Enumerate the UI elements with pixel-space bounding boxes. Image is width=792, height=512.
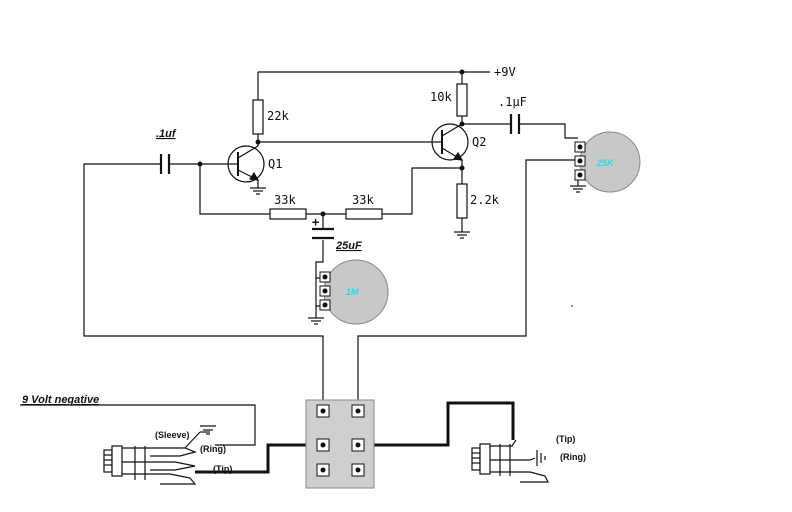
resistor-10k (456, 83, 468, 117)
resistor-2k2 (456, 183, 468, 219)
label-supply: +9V (494, 65, 516, 79)
capacitor-25uf (312, 227, 334, 240)
label-q1: Q1 (268, 157, 282, 171)
label-33k-left: 33k (274, 193, 296, 207)
label-tip-left: (Tip) (213, 464, 232, 474)
pot-25k (574, 131, 641, 193)
footswitch (305, 399, 375, 489)
capacitor-output (509, 114, 521, 134)
ground-2k2 (454, 231, 470, 239)
label-10k: 10k (430, 90, 452, 104)
ground-right-jack (536, 450, 546, 466)
ground-pot-25k (570, 185, 586, 193)
output-jack (471, 439, 549, 483)
transistor-q1 (226, 145, 265, 183)
label-sleeve: (Sleeve) (155, 430, 190, 440)
label-33k-right: 33k (352, 193, 374, 207)
label-cap-input: .1uf (156, 128, 177, 140)
label-pot-1m: 1M (346, 287, 359, 297)
resistor-22k (252, 99, 264, 135)
label-cap-output: .1µF (498, 95, 527, 109)
label-22k: 22k (267, 109, 289, 123)
label-plus: + (312, 215, 319, 229)
junction-dots (197, 69, 465, 217)
label-tip-right: (Tip) (556, 434, 575, 444)
label-ring-right: (Ring) (560, 452, 586, 462)
circuit-wires (20, 71, 579, 446)
resistor-33k-right (345, 208, 383, 220)
resistor-33k-left (269, 208, 307, 220)
ground-q1 (250, 187, 266, 195)
label-q2: Q2 (472, 135, 486, 149)
stray-dot (571, 305, 573, 307)
label-ring-left: (Ring) (200, 444, 226, 454)
ground-sleeve (200, 425, 216, 435)
label-pot-25k: 25K (596, 158, 615, 168)
capacitor-input (159, 154, 171, 174)
ground-pot-1m (308, 317, 324, 325)
label-battery-note: 9 Volt negative (22, 394, 99, 406)
input-jack (103, 431, 201, 485)
label-cap-25uf: 25uF (335, 240, 362, 252)
pot-1m (319, 259, 389, 325)
transistor-q2 (431, 123, 469, 161)
label-2k2: 2.2k (470, 193, 500, 207)
